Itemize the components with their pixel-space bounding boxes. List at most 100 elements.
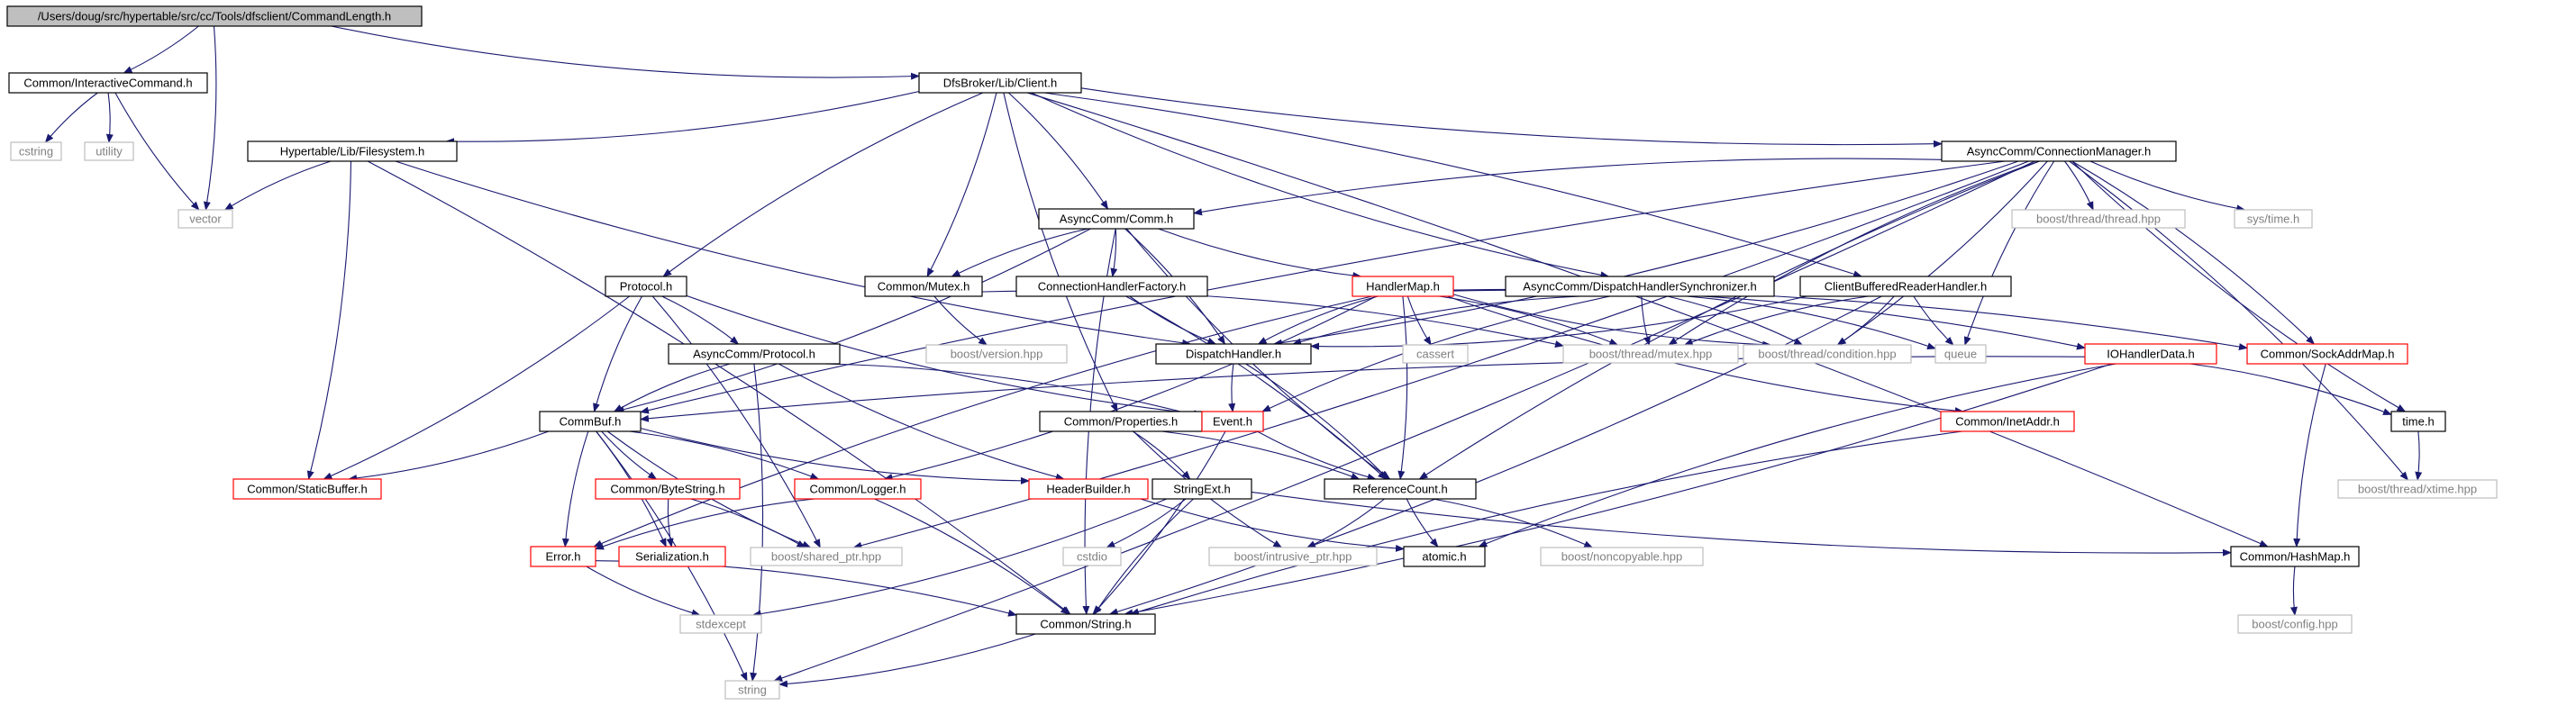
node-serialization[interactable]: Serialization.h [618,546,726,567]
edge-commbuf-to-headerbuilder [640,428,1030,484]
edge-iohd-to-timeh [2189,363,2392,415]
node-interactive[interactable]: Common/InteractiveCommand.h [8,72,208,94]
node-label-dfsclient: DfsBroker/Lib/Client.h [943,76,1057,89]
node-filesystem[interactable]: Hypertable/Lib/Filesystem.h [247,140,458,162]
node-label-condhpp: boost/thread/condition.hpp [1758,347,1896,360]
edge-connmgr-to-mutexhpp [1668,160,2040,346]
edge-iohd-to-atomic [1478,363,2116,548]
edge-dfsclient-to-hashmap [1026,92,2269,548]
node-connhf[interactable]: ConnectionHandlerFactory.h [1015,276,1208,297]
node-hashmap[interactable]: Common/HashMap.h [2230,546,2360,567]
node-mutexh[interactable]: Common/Mutex.h [864,276,983,297]
edge-dispatch-to-refcount [1245,363,1389,480]
node-dispatch[interactable]: DispatchHandler.h [1155,343,1312,365]
node-label-cstring: cstring [19,144,53,158]
dependency-edges [44,25,2423,688]
node-acprotocol[interactable]: AsyncComm/Protocol.h [668,343,841,365]
node-box-hashmap [2230,546,2360,567]
node-label-sockaddr: Common/SockAddrMap.h [2261,347,2395,360]
node-box-cstdio [1062,547,1122,566]
node-box-atomic [1403,546,1486,567]
node-box-threadhpp [2011,209,2186,229]
node-box-timeh [2390,411,2446,432]
edge-connmgr-to-comm [1193,158,1943,216]
node-label-hashmap: Common/HashMap.h [2240,549,2351,563]
node-iohd[interactable]: IOHandlerData.h [2084,343,2217,365]
node-box-dfsclient [918,72,1082,94]
node-headerbuilder[interactable]: HeaderBuilder.h [1028,478,1149,500]
node-properties[interactable]: Common/Properties.h [1039,411,1203,432]
node-utility: utility [84,141,134,161]
node-label-staticbuf: Common/StaticBuffer.h [247,482,367,495]
edge-protocolh-to-sharedptr [651,295,821,548]
node-refcount[interactable]: ReferenceCount.h [1324,478,1477,500]
node-errorh[interactable]: Error.h [530,546,596,567]
node-comm[interactable]: AsyncComm/Comm.h [1038,208,1195,230]
node-box-cstring [10,141,62,161]
edge-comm-to-handlermap [1158,228,1362,279]
node-root[interactable]: /Users/doug/src/hypertable/src/cc/Tools/… [6,5,423,27]
node-box-cbrh [1799,276,2012,297]
edge-interactive-to-vector [114,92,200,211]
node-commbuf[interactable]: CommBuf.h [539,411,642,432]
node-label-protocolh: Protocol.h [620,279,673,293]
node-sockaddr[interactable]: Common/SockAddrMap.h [2246,343,2408,365]
edge-commbuf-to-logger [629,430,820,480]
edge-handlermap-to-sockaddr [1452,288,2248,350]
node-box-iohd [2084,343,2217,365]
node-label-iohd: IOHandlerData.h [2107,347,2195,360]
node-label-string: string [738,683,767,696]
node-handlermap[interactable]: HandlerMap.h [1352,276,1454,297]
node-label-xtime: boost/thread/xtime.hpp [2358,482,2477,495]
edge-timeh-to-xtime [2415,430,2423,481]
edge-handlermap-to-dispatch [1257,295,1379,345]
node-commonstring[interactable]: Common/String.h [1015,613,1156,635]
node-box-config [2237,614,2353,634]
node-inetaddr[interactable]: Common/InetAddr.h [1940,411,2075,432]
node-cstring: cstring [10,141,62,161]
node-box-interactive [8,72,208,94]
edge-sockaddr-to-hashmap [2293,363,2326,548]
node-logger[interactable]: Common/Logger.h [794,478,922,500]
edge-commbuf-to-bytestring [601,430,658,480]
edge-connmgr-to-commbuf [640,160,2006,414]
edge-commbuf-to-staticbuf [348,430,550,482]
edge-properties-to-stringext [1132,430,1191,480]
node-box-refcount [1324,478,1477,500]
edge-handlermap-to-condhpp [1452,294,1772,348]
edge-dhsync-to-queue [1687,295,1936,349]
node-box-connhf [1015,276,1208,297]
node-dfsclient[interactable]: DfsBroker/Lib/Client.h [918,72,1082,94]
edge-connmgr-to-sockaddr [2071,160,2316,345]
edge-stringext-to-commonstring [1093,498,1194,615]
edge-dfsclient-to-cbrh [1043,92,1863,278]
node-label-commbuf: CommBuf.h [560,414,622,428]
node-eventh[interactable]: Event.h [1201,411,1264,432]
edge-protocolh-to-commbuf [593,295,642,412]
node-connmgr[interactable]: AsyncComm/ConnectionManager.h [1941,140,2177,162]
node-protocolh[interactable]: Protocol.h [605,276,687,297]
node-label-vector: vector [189,212,222,225]
node-box-connmgr [1941,140,2177,162]
edge-eventh-to-commonstring [1092,430,1226,615]
node-atomic[interactable]: atomic.h [1403,546,1486,567]
node-staticbuf[interactable]: Common/StaticBuffer.h [232,478,382,500]
node-label-threadhpp: boost/thread/thread.hpp [2036,212,2161,225]
node-label-eventh: Event.h [1213,414,1252,428]
node-timeh[interactable]: time.h [2390,411,2446,432]
node-box-xtime [2337,479,2498,499]
edge-cbrh-to-condhpp [1836,295,1895,346]
node-label-noncopyable: boost/noncopyable.hpp [1561,549,1682,563]
node-box-inetaddr [1940,411,2075,432]
node-cbrh[interactable]: ClientBufferedReaderHandler.h [1799,276,2012,297]
edge-connmgr-to-timeh [2071,160,2407,412]
edge-cbrh-to-queue [1913,295,1954,346]
node-box-logger [794,478,922,500]
edge-handlermap-to-refcount [1397,295,1408,480]
node-label-properties: Common/Properties.h [1064,414,1178,428]
node-stringext[interactable]: StringExt.h [1151,478,1252,500]
node-dhsync[interactable]: AsyncComm/DispatchHandlerSynchronizer.h [1505,276,1775,297]
edge-connmgr-to-systime [2089,160,2246,213]
node-bytestring[interactable]: Common/ByteString.h [595,478,741,500]
node-box-serialization [618,546,726,567]
